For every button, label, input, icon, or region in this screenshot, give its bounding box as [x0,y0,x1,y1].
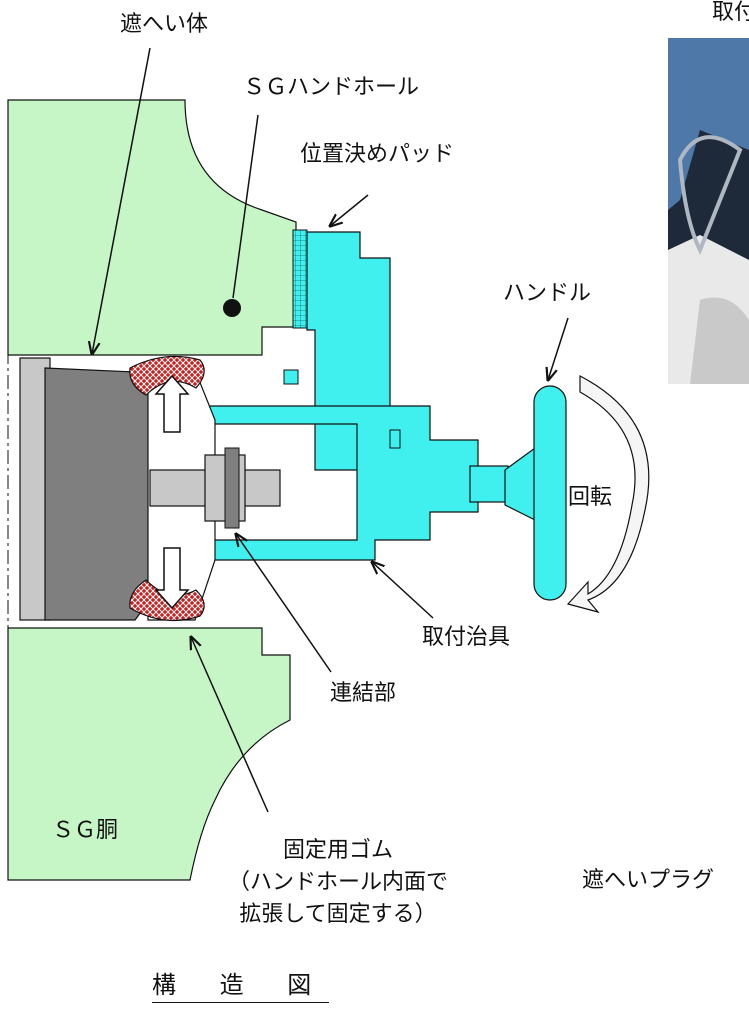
label-fixing-rubber: 固定用ゴム （ハンドホール内面で 拡張して固定する） [227,838,448,927]
shield-wall-upper [7,99,297,356]
mounting-jig-shape [197,229,567,601]
shield-wall-lower [7,627,291,881]
label-connection: 連結部 [330,681,397,706]
fixing-rubber-upper [129,355,205,396]
shield-body-dot [223,299,241,317]
label-rotation: 回転 [568,485,613,510]
label-mounting-jig: 取付治具 [422,625,511,650]
diagram-caption: 構 造 図 [152,965,330,1003]
label-shield-plug: 遮へいプラグ [582,868,715,893]
leader-lines [92,47,569,813]
label-positioning-pad: 位置決めパッド [300,142,455,167]
shield-plug-shape [19,357,281,621]
installation-photo [668,38,749,384]
label-handle: ハンドル [503,281,592,306]
rotation-arrow-icon [566,375,650,614]
arrow-down-icon [154,547,190,610]
arrow-up-icon [154,374,190,433]
label-shield-body: 遮へい体 [120,12,209,37]
label-photo-caption-fragment: 取付 [712,0,749,25]
label-sg-handhole: ＳＧハンドホール [243,75,420,100]
label-sg-shell: ＳＧ胴 [52,818,119,843]
